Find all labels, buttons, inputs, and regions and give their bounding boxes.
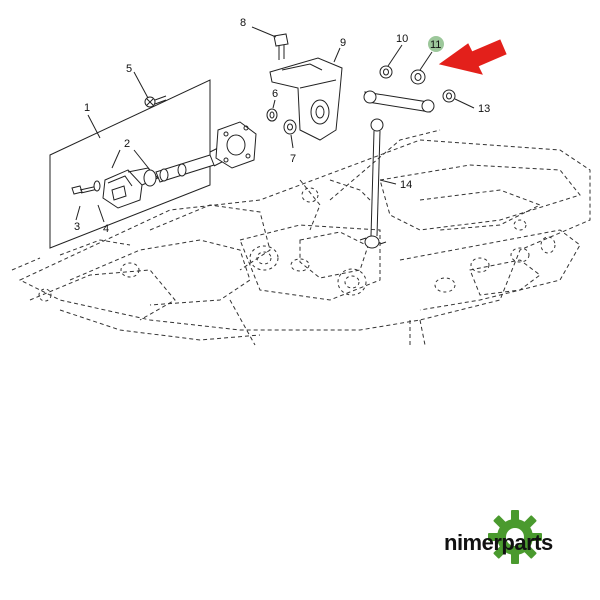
gear-icon xyxy=(488,510,542,564)
callout-10: 10 xyxy=(396,33,408,45)
callout-6: 6 xyxy=(272,88,278,100)
screw-5 xyxy=(144,95,167,108)
washer-11 xyxy=(410,69,426,85)
callout-14: 14 xyxy=(400,179,412,191)
bolt-8 xyxy=(273,33,289,60)
highlight-circle xyxy=(428,36,444,52)
chassis-holes xyxy=(38,187,556,302)
rod-14 xyxy=(359,118,387,249)
callout-5: 5 xyxy=(126,63,132,75)
callout-13: 13 xyxy=(478,103,490,115)
leader-lines xyxy=(75,26,475,223)
washer-7 xyxy=(283,119,297,135)
red-arrow xyxy=(438,39,507,75)
callout-11: 11 xyxy=(430,39,441,51)
washer-4 xyxy=(93,180,101,192)
flange xyxy=(215,121,257,169)
callout-8: 8 xyxy=(240,17,246,29)
callout-9: 9 xyxy=(340,37,346,49)
brand-name: nimerparts xyxy=(444,530,553,555)
nut-13 xyxy=(442,89,456,103)
callout-3: 3 xyxy=(74,221,80,233)
chassis-frame xyxy=(11,129,591,346)
sensor-assembly xyxy=(102,145,227,209)
callout-7: 7 xyxy=(290,153,296,165)
link-arm-12 xyxy=(363,90,435,113)
callout-2: 2 xyxy=(124,138,130,150)
washer-6 xyxy=(266,108,278,122)
brand-logo: nimerparts xyxy=(442,508,592,578)
nut-10 xyxy=(379,65,393,79)
assembly-frame-1 xyxy=(49,79,211,249)
callout-1: 1 xyxy=(84,102,90,114)
bracket-9 xyxy=(269,57,343,141)
callout-4: 4 xyxy=(103,223,109,235)
